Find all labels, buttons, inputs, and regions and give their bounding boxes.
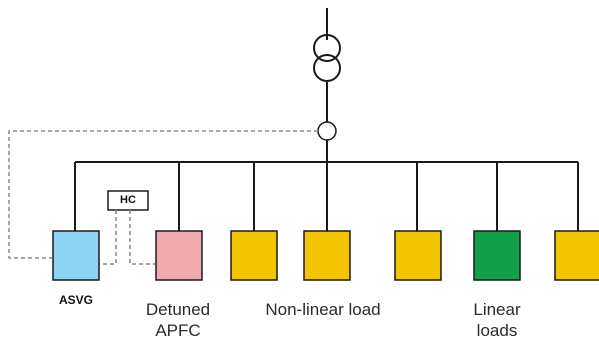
nonlinear-load-box-1 xyxy=(230,230,278,281)
nonlinear-load-box-2 xyxy=(303,230,351,281)
nonlinear-load-box-4 xyxy=(554,230,599,281)
ct-feedback-dashed-line xyxy=(8,130,318,259)
detuned-apfc-label-line1: Detuned xyxy=(145,300,211,319)
hc-to-apfc-dashed-line xyxy=(129,210,155,265)
current-transformer-ring xyxy=(317,121,337,141)
detuned-apfc-label: Detuned APFC xyxy=(133,299,223,341)
linear-loads-label: Linear loads xyxy=(447,299,547,341)
asvg-label: ASVG xyxy=(58,293,93,307)
linear-load-box xyxy=(473,230,521,281)
hc-label: HC xyxy=(120,194,136,206)
hc-to-asvg-dashed-line xyxy=(99,210,117,265)
transformer-secondary-winding xyxy=(313,54,341,82)
nonlinear-load-label: Non-linear load xyxy=(265,300,381,319)
asvg-box xyxy=(52,230,100,281)
hc-controller-box xyxy=(107,190,149,211)
transformer-primary-winding xyxy=(313,34,341,62)
nonlinear-load-box-3 xyxy=(394,230,442,281)
detuned-apfc-box xyxy=(155,230,203,281)
detuned-apfc-label-line2: APFC xyxy=(155,321,201,340)
linear-loads-label-line1: Linear xyxy=(473,300,521,319)
linear-loads-label-line2: loads xyxy=(476,321,518,340)
